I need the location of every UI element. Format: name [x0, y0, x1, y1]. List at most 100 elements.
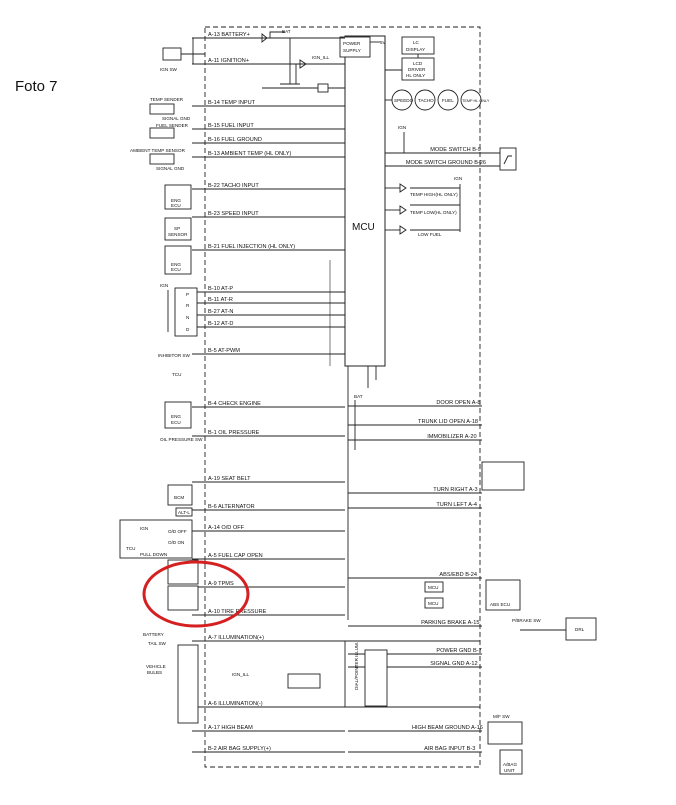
cluster-boundary [204, 26, 481, 768]
eng-ecu-3a: ENG [171, 414, 181, 419]
left-pin-label: B-4 CHECK ENGINE [208, 401, 261, 407]
ign-ill-label: IGN_ILL [312, 55, 330, 60]
mcu-block [344, 35, 386, 367]
eng-ecu-2b: ECU [171, 267, 181, 272]
right-pin-label: ABS/EBD B-24 [439, 572, 477, 578]
mcu-tag-1: MCU [428, 585, 438, 590]
left-pin-label: A-11 IGNITION+ [208, 58, 249, 64]
power-supply-label-2: SUPPLY [343, 48, 361, 53]
pbrake-sw-label: P/BRAKE SW [512, 618, 541, 623]
ign-mode-label: IGN [398, 125, 406, 130]
left-pin-label: B-5 AT-PWM [208, 348, 240, 354]
lcd-driver-label-2: DRIVER [408, 67, 426, 72]
vehicle-bulbs-a: VEHICLE [146, 664, 166, 669]
gauge-fuel: FUEL [442, 98, 454, 103]
od-off-label: O/D OFF [168, 529, 187, 534]
right-pin-label: TRUNK LID OPEN A-18 [418, 419, 478, 425]
right-pin-label: HIGH BEAM GROUND A-16 [412, 725, 483, 731]
power-supply-box [339, 36, 371, 58]
abs-ecu-label: ABS ECU [490, 602, 510, 607]
signal-gnd-label-1: SIGNAL GND [162, 116, 191, 121]
eng-ecu-1b: ECU [171, 203, 181, 208]
gauge-speedo: SPEEDO [394, 98, 414, 103]
left-pin-label: B-13 AMBIENT TEMP (HL ONLY) [208, 151, 291, 157]
gear-r: R [186, 303, 190, 308]
left-pin-label: B-27 AT-N [208, 309, 233, 315]
eng-ecu-2a: ENG [171, 262, 181, 267]
sp-sensor-b: SENSOR [168, 232, 188, 237]
right-pin-label: IMMOBILIZER A-20 [427, 434, 476, 440]
left-pin-label: B-6 ALTERNATOR [208, 504, 255, 510]
right-pin-label: MODE SWITCH GROUND B-26 [406, 160, 486, 166]
ign-sw-group: IGN SW [160, 38, 205, 72]
bcm-label: BCM [174, 495, 184, 500]
tcu-label-1: TCU [172, 372, 181, 377]
vehicle-bulbs-b: BULBS [147, 670, 162, 675]
left-pin-label: B-14 TEMP INPUT [208, 100, 256, 106]
pull-down-label: PULL DOWN [140, 552, 167, 557]
bat-door-label: BAT [354, 394, 363, 399]
left-pin-label: B-2 AIR BAG SUPPLY(+) [208, 746, 271, 752]
right-pin-label: SIGNAL GND A-12 [430, 661, 477, 667]
lamp-low-fuel: LOW FUEL [418, 232, 442, 237]
gauge-temp: TEMP HL ONLY [462, 99, 490, 103]
abag-unit-b: UNIT [504, 768, 515, 773]
left-pin-label: B-16 FUEL GROUND [208, 137, 262, 143]
eng-ecu-3b: ECU [171, 420, 181, 425]
left-pin-label: A-9 TPMS [208, 581, 234, 587]
gear-d: D [186, 327, 190, 332]
left-pin-label: B-15 FUEL INPUT [208, 123, 254, 129]
left-components: TEMP SENDER SIGNAL GND FUEL SENDER AMBIE… [119, 97, 203, 724]
oil-pressure-sw-label: OIL PRESSURE SW [160, 437, 203, 442]
tpms-highlight [142, 560, 250, 628]
mcu-tag-2: MCU [428, 601, 438, 606]
ambient-temp-label: AMBIENT TEMP SENSOR [130, 148, 186, 153]
left-pin-label: B-10 AT-P [208, 286, 233, 292]
left-pin-label: B-12 AT-D [208, 321, 233, 327]
gear-ign-label: IGN [160, 283, 168, 288]
signal-gnd-label-2: SIGNAL GND [156, 166, 185, 171]
bus-trunks [329, 260, 377, 620]
lamp-temp-high: TEMP HIGH(HL ONLY) [410, 192, 458, 197]
lc-display-label-1: LC [413, 40, 420, 45]
bat-top-label: BAT [282, 29, 291, 34]
tcu-label-2: TCU [126, 546, 135, 551]
warning-lamps: TEMP HIGH(HL ONLY) TEMP LOW(HL ONLY) LOW… [385, 176, 462, 237]
left-pin-label: A-13 BATTERY+ [208, 32, 250, 38]
left-pin-label: B-21 FUEL INJECTION (HL ONLY) [208, 244, 295, 250]
od-on-label: O/D ON [168, 540, 184, 545]
photo-caption: Foto 7 [15, 78, 58, 95]
left-pin-label: B-22 TACHO INPUT [208, 183, 259, 189]
left-pin-label: A-5 FUEL CAP OPEN [208, 553, 263, 559]
lamp-temp-low: TEMP LOW(HL ONLY) [410, 210, 457, 215]
left-pin-label: B-23 SPEED INPUT [208, 211, 259, 217]
ign-ill-bottom: IGN_ILL [232, 672, 250, 677]
battery-label: BATTERY [143, 632, 164, 637]
dial-illum-label: DIAL/POINTER ILLUM. [354, 642, 359, 690]
gear-n: N [186, 315, 189, 320]
right-pin-label: DOOR OPEN A-8 [436, 400, 480, 406]
lcd-driver-label-3: HL ONLY [406, 73, 425, 78]
alt-l-label: ALT-L [178, 510, 190, 515]
ign-sw-label: IGN SW [160, 67, 178, 72]
left-pin-label: A-14 O/D OFF [208, 525, 245, 531]
abag-unit-a: A/BAG [503, 762, 517, 767]
lc-display-label-2: DISPLAY [406, 47, 425, 52]
gear-switch: P R N D IGN [160, 283, 198, 337]
battery-ignition-network [258, 31, 345, 93]
left-pin-label: B-11 AT-R [208, 297, 233, 303]
left-pin-label: A-7 ILLUMINATION(+) [208, 635, 264, 641]
left-pin-label: A-19 SEAT BELT [208, 476, 251, 482]
left-pin-label: A-17 HIGH BEAM [208, 725, 253, 731]
right-pin-label: PARKING BRAKE A-15 [421, 620, 479, 626]
power-supply-label-1: POWER [343, 41, 361, 46]
eng-ecu-1a: ENG [171, 198, 181, 203]
plus5v-label: 5V [380, 40, 387, 45]
inhibitor-sw-label: INHIBITOR SW [158, 353, 190, 358]
left-pin-label: B-1 OIL PRESSURE [208, 430, 260, 436]
sp-sensor-a: SP [174, 226, 180, 231]
temp-sender-label: TEMP SENDER [150, 97, 184, 102]
